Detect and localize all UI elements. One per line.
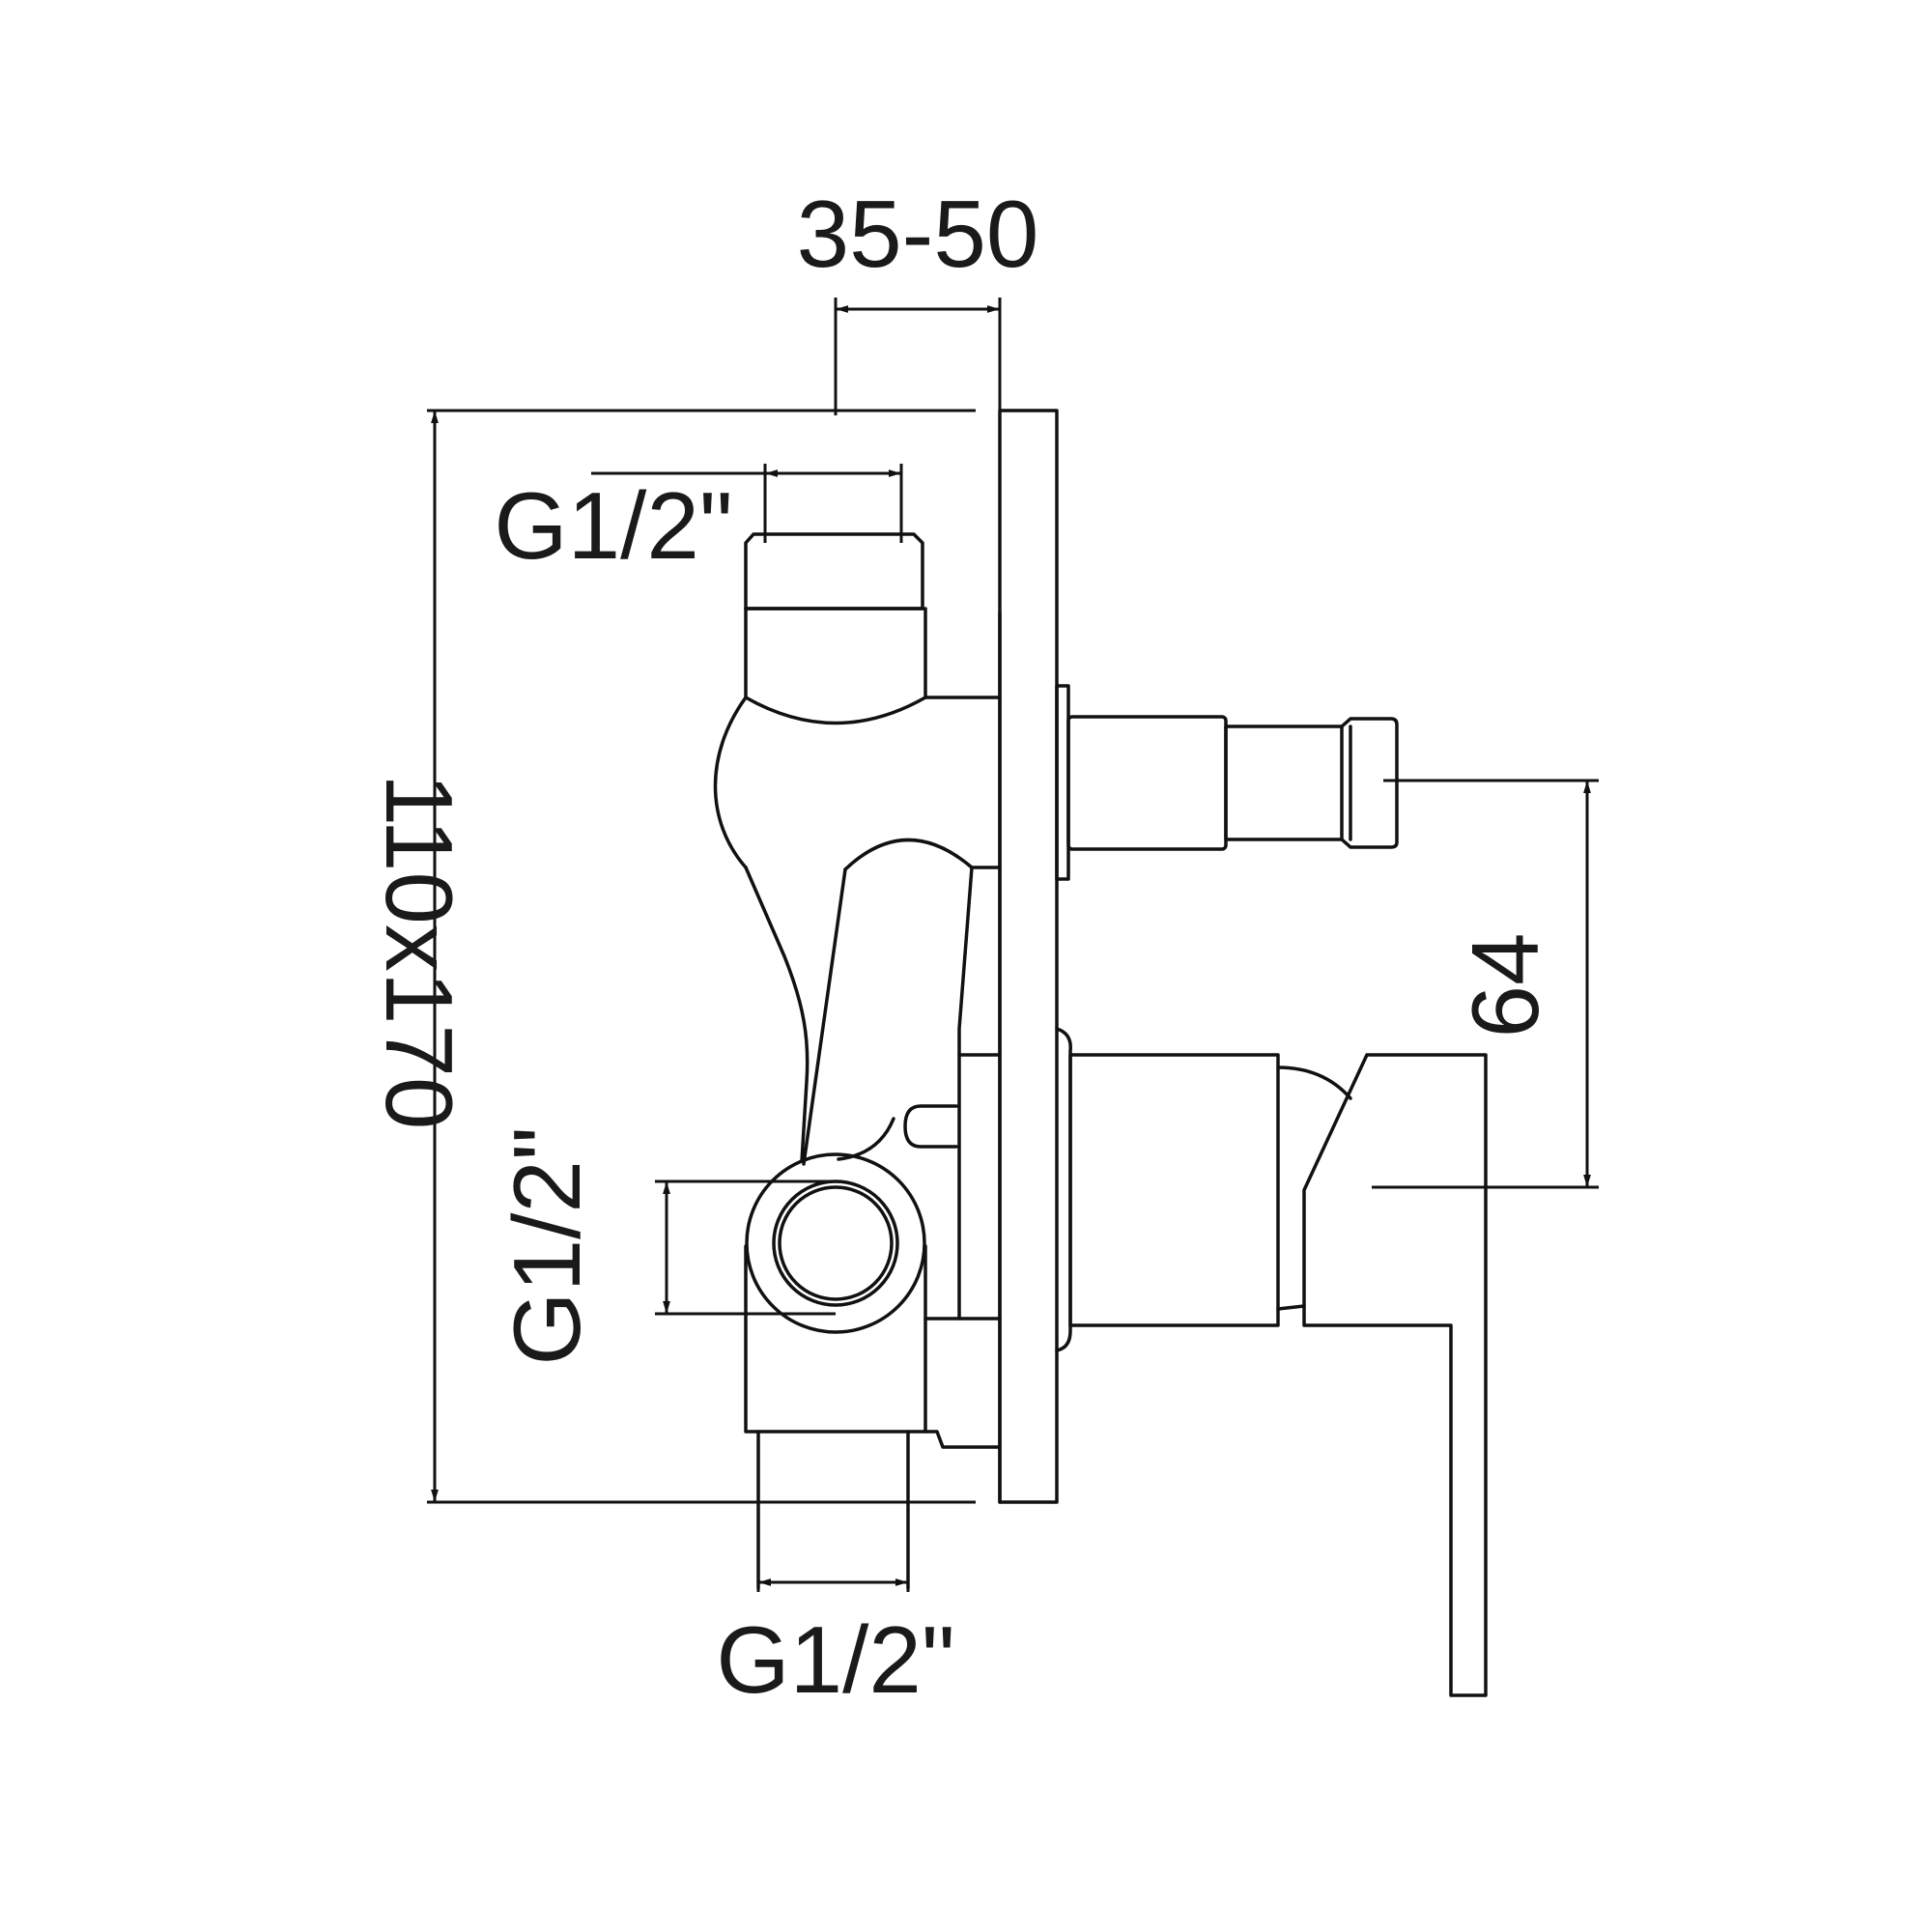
cover-plate	[998, 409, 1059, 1504]
handle-sleeve	[1068, 1053, 1280, 1327]
diverter-knob	[1055, 684, 1399, 881]
lower-housing	[744, 1244, 927, 1434]
label-port-side: G1/2"	[494, 1126, 600, 1365]
side-port-outer	[745, 1152, 926, 1334]
side-port-bore	[778, 1185, 894, 1301]
side-button	[903, 1104, 958, 1149]
label-port-bottom: G1/2"	[716, 1606, 954, 1713]
cover-plate-body	[998, 409, 1059, 1504]
label-port-top: G1/2"	[494, 472, 732, 579]
bottom-outlet	[756, 1430, 910, 1590]
left-bulge	[713, 696, 748, 869]
side-port-ring	[772, 1179, 899, 1307]
valve-body	[713, 532, 1002, 1590]
dimension-lines	[427, 298, 1599, 1592]
label-wall-depth: 35-50	[797, 181, 1039, 287]
inner-arch	[843, 838, 974, 871]
handle-joint-bottom	[1276, 1304, 1306, 1311]
diverter-stem	[1224, 724, 1344, 841]
inner-channel	[802, 867, 847, 1166]
diverter-rosette	[1055, 684, 1070, 881]
diverter-sleeve	[1066, 715, 1228, 851]
bottom-lip	[923, 1430, 1002, 1449]
right-strut	[957, 866, 1002, 1057]
mixer-handle	[1055, 1027, 1488, 1697]
top-outlet-thread	[744, 532, 924, 611]
label-plate-size: 110x170	[366, 774, 472, 1130]
diverter-cap	[1340, 717, 1399, 849]
handle-rosette	[1055, 1027, 1072, 1352]
left-arm	[744, 866, 810, 1163]
handle-joint-top	[1276, 1065, 1352, 1100]
button-fillet	[837, 1117, 895, 1161]
dimension-labels: 35-50 110x170 G1/2" G1/2" G1/2" 64	[366, 181, 1558, 1713]
handle-lever	[1302, 1053, 1488, 1697]
top-body	[744, 607, 927, 725]
label-axis-distance: 64	[1452, 932, 1558, 1037]
